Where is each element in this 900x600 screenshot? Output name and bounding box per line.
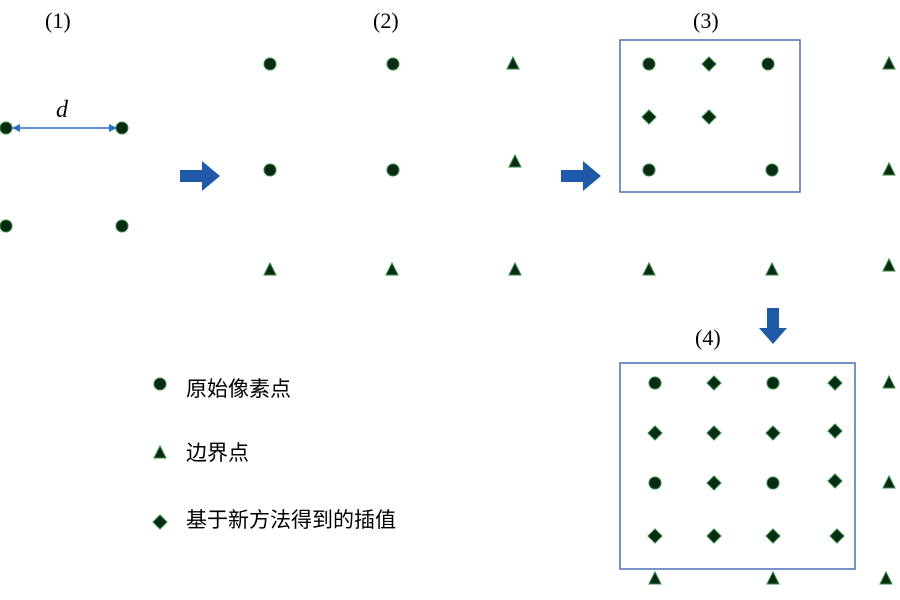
boundary-point-marker: [765, 261, 779, 276]
legend-interpolated-label: 基于新方法得到的插值: [186, 508, 396, 532]
legend-boundary-marker: [153, 444, 167, 459]
boundary-point-marker: [506, 55, 520, 70]
original-pixel-marker: [263, 163, 277, 177]
interpolated-point-marker: [647, 528, 663, 544]
interpolated-point-marker: [829, 528, 845, 544]
interpolated-point-marker: [701, 56, 717, 72]
legend-boundary-label: 边界点: [186, 441, 249, 465]
original-pixel-marker: [765, 163, 779, 177]
panel-4-box: [619, 362, 856, 570]
boundary-point-marker: [508, 261, 522, 276]
original-pixel-marker: [642, 57, 656, 71]
distance-label: d: [56, 97, 69, 123]
step-arrow-3-to-4: [759, 308, 787, 344]
interpolated-point-marker: [706, 475, 722, 491]
original-pixel-marker: [386, 57, 400, 71]
original-pixel-marker: [0, 121, 13, 135]
panel-label-2: (2): [373, 8, 399, 33]
interpolated-point-marker: [706, 528, 722, 544]
distance-arrowhead-left: [12, 124, 20, 132]
panel-3-box: [619, 39, 801, 193]
boundary-point-marker: [263, 261, 277, 276]
interpolated-point-marker: [641, 109, 657, 125]
panel-label-1: (1): [45, 8, 71, 33]
boundary-point-marker: [642, 261, 656, 276]
panel-label-4: (4): [695, 325, 721, 350]
interpolated-point-marker: [706, 375, 722, 391]
interpolated-point-marker: [827, 375, 843, 391]
interpolated-point-marker: [765, 528, 781, 544]
interpolated-point-marker: [647, 425, 663, 441]
interpolated-point-marker: [827, 423, 843, 439]
boundary-point-marker: [385, 261, 399, 276]
step-arrow-1-to-2: [180, 161, 220, 191]
original-pixel-marker: [648, 376, 662, 390]
panel-label-3: (3): [693, 8, 719, 33]
legend-original-marker: [153, 377, 167, 391]
interpolated-point-marker: [706, 425, 722, 441]
boundary-point-marker: [766, 570, 780, 585]
interpolated-point-marker: [701, 109, 717, 125]
boundary-point-marker: [882, 257, 896, 272]
boundary-point-marker: [508, 153, 522, 168]
legend-interpolated-marker: [152, 514, 168, 530]
original-pixel-marker: [0, 219, 13, 233]
boundary-point-marker: [648, 570, 662, 585]
boundary-point-marker: [882, 161, 896, 176]
boundary-point-marker: [882, 474, 896, 489]
distance-measure: d: [12, 97, 117, 132]
interpolated-point-marker: [765, 425, 781, 441]
original-pixel-marker: [761, 57, 775, 71]
legend-original-label: 原始像素点: [186, 377, 291, 401]
distance-arrowhead-right: [109, 124, 117, 132]
original-pixel-marker: [386, 163, 400, 177]
interpolated-point-marker: [827, 473, 843, 489]
step-arrows: [180, 161, 787, 344]
original-pixel-marker: [766, 476, 780, 490]
original-pixel-marker: [766, 376, 780, 390]
original-pixel-marker: [642, 163, 656, 177]
boundary-point-marker: [882, 374, 896, 389]
markers: [0, 55, 896, 585]
original-pixel-marker: [115, 121, 129, 135]
original-pixel-marker: [115, 219, 129, 233]
original-pixel-marker: [263, 57, 277, 71]
boundary-point-marker: [879, 570, 893, 585]
boundary-point-marker: [882, 55, 896, 70]
step-arrow-2-to-3: [561, 161, 601, 191]
original-pixel-marker: [648, 476, 662, 490]
